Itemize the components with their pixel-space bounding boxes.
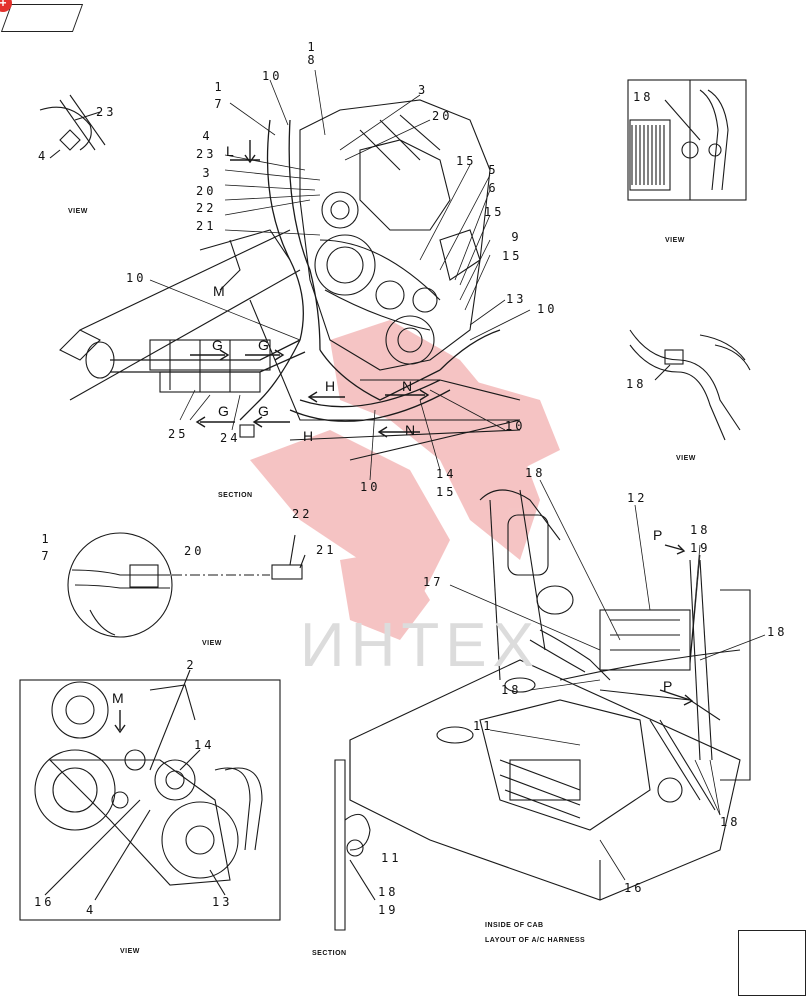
callout-20: 20: [432, 109, 453, 123]
callout-25: 25: [168, 427, 189, 441]
receiver-pipes: [85, 339, 271, 438]
callout-2: 2: [186, 658, 194, 672]
view-letter-h: H: [325, 378, 336, 394]
callout-10: 10: [537, 302, 558, 316]
callout-19: 19: [690, 541, 711, 555]
callout-4: 4: [86, 903, 97, 917]
callout-21: 21: [196, 219, 217, 233]
callout-18: 18: [626, 377, 647, 391]
detail-view-connector-circle: [67, 532, 306, 638]
view-letter-g: G: [258, 403, 269, 419]
callout-11: 11: [473, 719, 494, 733]
callout-23: 23: [196, 147, 217, 161]
caption-section-main: SECTION: [218, 492, 253, 499]
caption-ac-harness: LAYOUT OF A/C HARNESS: [485, 937, 586, 944]
callout-24: 24: [220, 431, 241, 445]
callout-19: 19: [378, 903, 399, 917]
detail-view-hose-bend: [629, 329, 751, 441]
view-letter-m: M: [112, 690, 124, 706]
callout-18: 18: [690, 523, 711, 537]
caption-view-belt: VIEW: [120, 948, 140, 955]
caption-section-bottom: SECTION: [312, 950, 347, 957]
callout-18: 18: [525, 466, 546, 480]
ac-hoses: [110, 119, 501, 422]
view-letter-h: H: [303, 428, 314, 444]
caption-inside-cab: INSIDE OF CAB: [485, 922, 544, 929]
caption-view-top-right: VIEW: [665, 237, 685, 244]
cab-interior: [349, 489, 751, 901]
callout-14: 14: [194, 738, 215, 752]
callout-12: 12: [627, 491, 648, 505]
callout-3: 3: [202, 166, 210, 180]
detail-view-hose-clamp: [39, 94, 106, 159]
callout-15: 15: [456, 154, 477, 168]
callout-3: 3: [418, 83, 429, 97]
callout-4: 4: [38, 149, 49, 163]
view-letter-n: N: [405, 422, 416, 438]
view-letter-l: L: [226, 143, 234, 159]
view-letter-g: G: [218, 403, 229, 419]
callout-1: 1 8: [307, 40, 315, 67]
callout-15: 15: [502, 249, 523, 263]
callout-13: 13: [212, 895, 233, 909]
callout-14: 14: [436, 467, 457, 481]
callout-21: 21: [316, 543, 337, 557]
callout-10: 10: [505, 419, 526, 433]
view-arrows: [114, 140, 694, 734]
leader-lines: [149, 69, 531, 481]
callout-10: 10: [126, 271, 147, 285]
callout-9: 9: [511, 230, 519, 244]
callout-16: 16: [624, 881, 645, 895]
callout-22: 22: [196, 201, 217, 215]
callout-5: 5: [488, 163, 496, 177]
callout-18: 18: [767, 625, 788, 639]
watermark-text: ИНТЕХ: [300, 611, 540, 680]
view-letter-m: M: [213, 283, 225, 299]
next-page-button[interactable]: [738, 930, 806, 996]
engine-assembly: [299, 99, 491, 371]
watermark-logo: [250, 320, 560, 640]
callout-23: 23: [96, 105, 117, 119]
caption-view-connector: VIEW: [202, 640, 222, 647]
callout-18: 18: [633, 90, 654, 104]
callout-1: 1: [214, 80, 222, 94]
cab-leader-lines: [449, 479, 766, 881]
callout-7: 7: [214, 97, 222, 111]
callout-15: 15: [436, 485, 457, 499]
callout-22: 22: [292, 507, 313, 521]
plus-badge: +: [0, 0, 12, 12]
callout-20: 20: [196, 184, 217, 198]
callout-4: 4: [202, 129, 210, 143]
callout-11: 11: [381, 851, 402, 865]
next-arrow-icon: [748, 938, 798, 984]
callout-10: 10: [360, 480, 381, 494]
caption-view-top-left: VIEW: [68, 208, 88, 215]
caption-view-mid-right: VIEW: [676, 455, 696, 462]
detail-section-mount: [334, 759, 376, 931]
callout-17: 17: [423, 575, 444, 589]
callout-6: 6: [488, 181, 496, 195]
view-letter-g: G: [258, 337, 269, 353]
callout-20: 20: [184, 544, 205, 558]
callout-15: 15: [484, 205, 505, 219]
view-letter-p: P: [663, 678, 673, 694]
view-letter-n: N: [402, 378, 413, 394]
callout-18: 18: [720, 815, 741, 829]
callout-16: 16: [34, 895, 55, 909]
callout-18: 18: [378, 885, 399, 899]
view-letter-p: P: [653, 527, 663, 543]
back-arrow-icon: [24, 8, 54, 24]
callout-18: 18: [501, 683, 522, 697]
callout-13: 13: [506, 292, 527, 306]
view-letter-g: G: [212, 337, 223, 353]
callout-1: 1: [41, 532, 49, 546]
detail-view-condenser: [627, 79, 747, 201]
callout-7: 7: [41, 549, 49, 563]
callout-10: 10: [262, 69, 283, 83]
detail-view-belt-drive: [19, 669, 281, 921]
